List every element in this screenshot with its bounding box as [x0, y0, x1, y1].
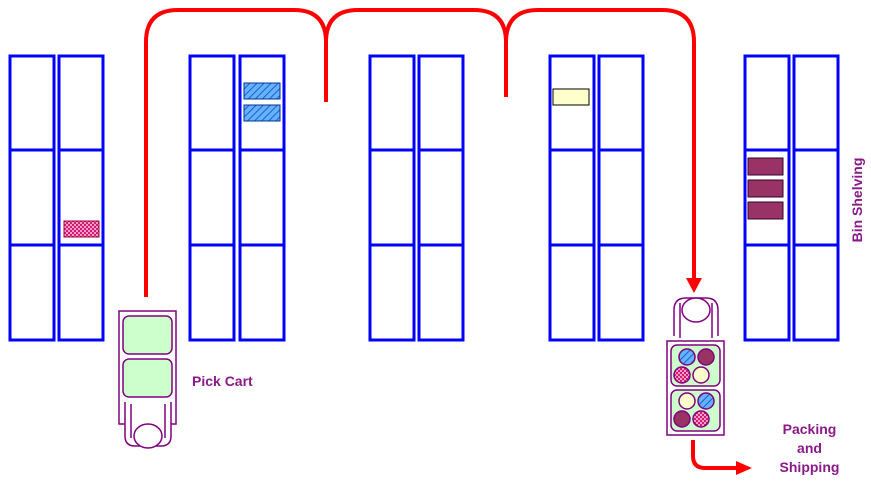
- shipping-arrowhead: [736, 461, 752, 475]
- cart-item-blue: [678, 348, 696, 366]
- shipping-arrow: [691, 440, 738, 470]
- shelf-unit-4: [548, 54, 645, 342]
- shelf-unit-2: [188, 54, 286, 342]
- cart-item-pink: [692, 410, 710, 428]
- pick-path: [144, 8, 696, 297]
- bin-shelving-label: Bin Shelving: [849, 140, 865, 260]
- packing-label-line3: Shipping: [779, 459, 840, 475]
- picker-person-right: [673, 297, 719, 338]
- shelf-unit-5: [743, 54, 840, 342]
- packing-label-line1: Packing: [782, 421, 837, 437]
- bin-item-blue-1: [243, 82, 281, 100]
- shelf-unit-1: [8, 54, 105, 342]
- packing-shipping-label: Packing and Shipping: [762, 420, 857, 477]
- cart-item-maroon: [673, 410, 691, 428]
- cart-item-blue: [697, 392, 715, 410]
- pick-cart-label: Pick Cart: [192, 373, 253, 389]
- packing-label-line2: and: [797, 440, 822, 456]
- bin-item-pink: [63, 220, 100, 238]
- bin-item-maroon-2: [747, 179, 784, 198]
- cart-item-pink: [673, 366, 691, 384]
- cart-item-maroon: [697, 348, 715, 366]
- bin-shelving-text: Bin Shelving: [849, 157, 865, 243]
- pick-cart-loaded: [666, 340, 725, 436]
- shelf-unit-3: [368, 54, 465, 342]
- picker-person-left: [124, 402, 172, 449]
- bin-item-maroon-1: [747, 157, 784, 176]
- cart-item-cream: [692, 366, 710, 384]
- bin-item-cream: [552, 88, 590, 106]
- bin-item-maroon-3: [747, 201, 784, 220]
- cart-item-cream: [678, 392, 696, 410]
- pick-path-arrowhead: [686, 278, 702, 293]
- bin-item-blue-2: [243, 104, 281, 122]
